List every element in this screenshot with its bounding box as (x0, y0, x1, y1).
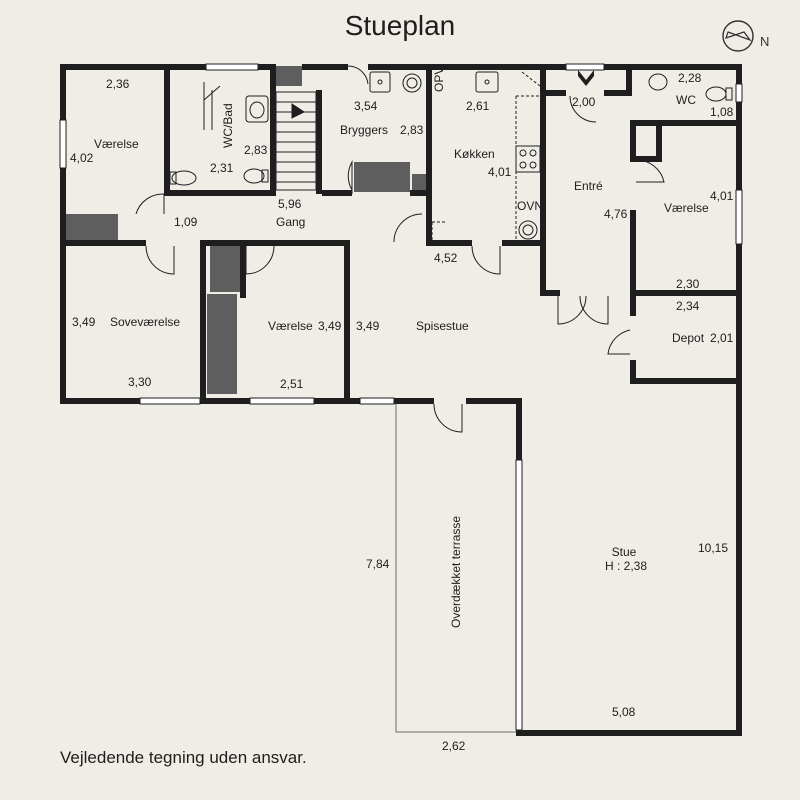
door (635, 159, 665, 183)
wardrobe-nw (66, 214, 118, 241)
toilet-icon (171, 170, 197, 186)
dimension: 2,30 (676, 277, 700, 291)
wardrobe-sove (207, 294, 237, 394)
dimension: 2,31 (210, 161, 234, 175)
stove-icon (515, 145, 541, 173)
window (249, 397, 315, 405)
dimension: 3,49 (356, 319, 380, 333)
dimension: 10,15 (698, 541, 728, 555)
dimension: 2,61 (466, 99, 490, 113)
closet-top (210, 246, 240, 292)
dimension: 2,34 (676, 299, 700, 313)
dimension: 2,28 (678, 71, 702, 85)
windows (59, 63, 743, 731)
door (471, 245, 501, 275)
dimension: 2,00 (572, 95, 596, 109)
sink-icon (475, 71, 499, 93)
dimension: 3,30 (128, 375, 152, 389)
door (569, 95, 597, 123)
door (347, 160, 353, 194)
washer-icon (402, 73, 422, 93)
dimension: 2,83 (400, 123, 424, 137)
room-vaerelse-ne: Værelse (664, 201, 709, 215)
chimney-block (276, 66, 302, 86)
door (433, 403, 463, 433)
north-label: N (760, 34, 769, 49)
window (359, 397, 395, 405)
bryggers-counter (354, 162, 410, 192)
fan-icon (518, 220, 538, 240)
page-title: Stueplan (344, 10, 456, 41)
dimension: 3,49 (72, 315, 96, 329)
window (205, 63, 259, 71)
dimension: 4,02 (70, 151, 94, 165)
door (393, 213, 423, 243)
dimension: 3,49 (318, 319, 342, 333)
room-stue: Stue (612, 545, 637, 559)
room-entre: Entré (574, 179, 603, 193)
room-koekken: Køkken (454, 147, 495, 161)
dimension: 4,76 (604, 207, 628, 221)
window (565, 63, 605, 71)
dimension: 2,62 (442, 739, 466, 753)
staircase (275, 91, 317, 191)
room-labels: Værelse WC/Bad Bryggers Køkken Entré WC … (94, 67, 709, 628)
entrance-arrow (578, 70, 594, 86)
appliance-ovn: OVN (517, 199, 543, 213)
toilet-icon (243, 168, 265, 184)
door (145, 245, 175, 275)
dimension: 4,52 (434, 251, 458, 265)
dimension: 4,01 (488, 165, 512, 179)
door (607, 329, 631, 355)
room-vaerelse-mid: Værelse (268, 319, 313, 333)
doors (135, 65, 665, 433)
window (735, 189, 743, 245)
sink-bowl (249, 101, 265, 119)
dimension: 2,83 (244, 143, 268, 157)
dimension-labels: 2,36 4,02 2,83 2,31 3,54 2,83 2,61 4,01 … (70, 71, 734, 753)
dimension: 3,54 (354, 99, 378, 113)
door (347, 65, 369, 85)
room-wc: WC (676, 93, 696, 107)
dimension: 1,09 (174, 215, 198, 229)
sink-icon (369, 71, 391, 93)
window (59, 119, 67, 169)
room-gang: Gang (276, 215, 305, 229)
sink-icon (245, 95, 269, 123)
room-vaerelse-nw: Værelse (94, 137, 139, 151)
dimension: 1,08 (710, 105, 734, 119)
room-spisestue: Spisestue (416, 319, 469, 333)
window (139, 397, 201, 405)
room-depot: Depot (672, 331, 705, 345)
door (245, 245, 275, 275)
window (735, 83, 743, 103)
room-terrasse: Overdækket terrasse (449, 516, 463, 628)
dimension: 7,84 (366, 557, 390, 571)
sanitary-fixtures (169, 71, 733, 242)
room-wc-bad: WC/Bad (221, 103, 235, 148)
terrace-outline (395, 404, 516, 733)
room-stue-height: H : 2,38 (605, 559, 647, 573)
appliance-opv: OPV (432, 67, 446, 92)
door (557, 295, 587, 325)
dimension: 2,01 (710, 331, 734, 345)
compass-icon: N (722, 20, 769, 52)
dimension: 5,96 (278, 197, 302, 211)
dimension: 2,51 (280, 377, 304, 391)
dimension: 5,08 (612, 705, 636, 719)
door (135, 193, 165, 215)
room-bryggers: Bryggers (340, 123, 388, 137)
toilet-icon (705, 86, 727, 102)
door (579, 295, 609, 325)
dimension: 4,01 (710, 189, 734, 203)
fixtures (66, 66, 430, 394)
room-sovevaerelse: Soveværelse (110, 315, 180, 329)
disclaimer-text: Vejledende tegning uden ansvar. (60, 748, 307, 767)
sink-icon (648, 73, 668, 91)
window (515, 459, 523, 731)
dimension: 2,36 (106, 77, 130, 91)
walls (60, 64, 742, 736)
